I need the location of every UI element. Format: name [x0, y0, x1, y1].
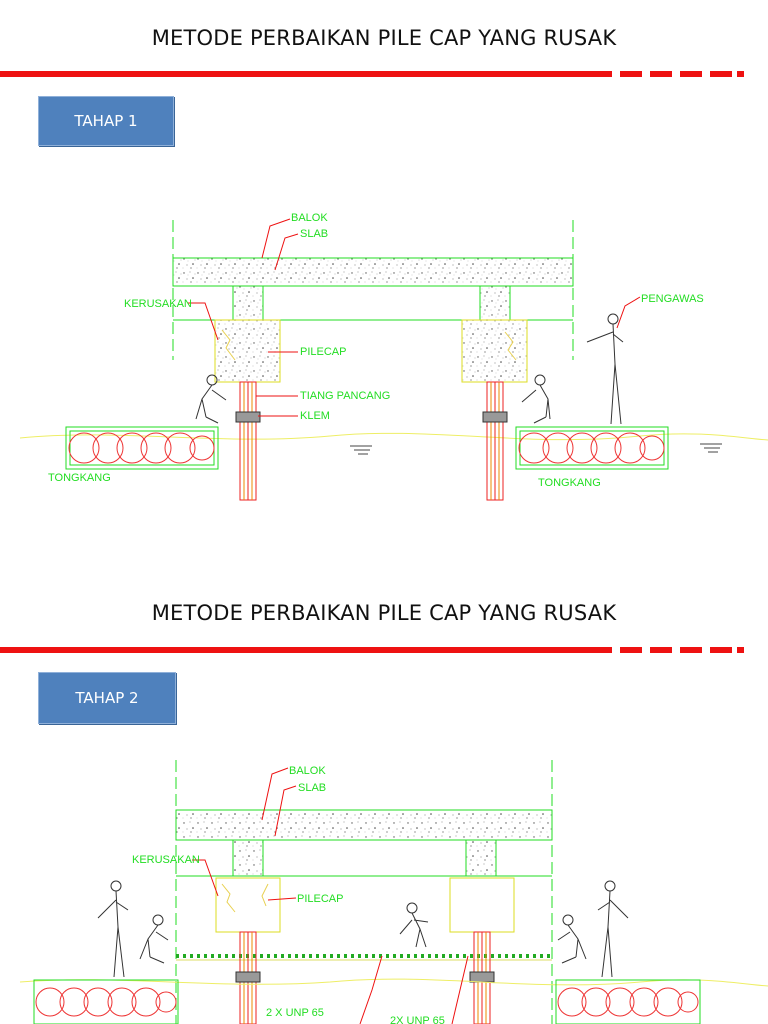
slide1-red-dashes [620, 71, 744, 77]
label-tongkang-left: TONGKANG [48, 472, 111, 484]
label-tiang-pancang: TIANG PANCANG [300, 390, 390, 402]
pilecap-left [214, 319, 281, 383]
beam-right [479, 285, 511, 321]
clamp-right-2 [469, 971, 495, 983]
tahap-1-button[interactable]: TAHAP 1 [38, 96, 174, 146]
label-kerusakan: KERUSAKAN [124, 298, 192, 310]
pilecap-right-2 [449, 877, 515, 933]
supervisor-icon [586, 313, 624, 425]
label-balok: BALOK [291, 212, 328, 224]
damage-crack-2 [221, 883, 269, 913]
slide2-title: METODE PERBAIKAN PILE CAP YANG RUSAK [151, 601, 617, 625]
slide1-leaders [188, 218, 641, 417]
barge-left [65, 426, 219, 470]
label-unp-right: 2X UNP 65 [390, 1015, 445, 1024]
clamp-left-2 [235, 971, 261, 983]
label-pengawas: PENGAWAS [641, 293, 704, 305]
ground-mark-right [700, 443, 722, 453]
damage-crack-right [504, 331, 517, 361]
slide1-red-divider [0, 71, 612, 77]
label-slab: SLAB [300, 228, 328, 240]
ground-mark-left [350, 445, 372, 455]
label-tongkang-right: TONGKANG [538, 477, 601, 489]
worker-center-icon [399, 902, 429, 948]
barge-right-2 [555, 979, 701, 1024]
worker-barge-left-icon [97, 880, 129, 978]
slide2-diagram: BALOK SLAB KERUSAKAN PILECAP 2 X UNP 65 … [19, 760, 768, 1024]
worker-kneel-left-icon [139, 914, 169, 964]
slide1-title: METODE PERBAIKAN PILE CAP YANG RUSAK [151, 26, 617, 50]
pile-left [239, 381, 257, 501]
slide2-leaders [192, 767, 469, 1024]
slide2-red-dashes [620, 647, 744, 653]
beam-left-2 [232, 839, 264, 877]
barge-left-2 [33, 979, 179, 1024]
label-kerusakan-2: KERUSAKAN [132, 854, 200, 866]
slide2-red-divider [0, 647, 612, 653]
barge-right [515, 426, 669, 470]
water-line [19, 432, 768, 441]
slide1-diagram: BALOK SLAB KERUSAKAN PILECAP TIANG PANCA… [19, 212, 768, 501]
label-pilecap-2: PILECAP [297, 893, 343, 905]
slab [172, 257, 574, 287]
damage-crack-left [221, 329, 236, 361]
beam-right-2 [465, 839, 497, 877]
pile-right [486, 381, 504, 501]
tahap-2-button[interactable]: TAHAP 2 [38, 672, 176, 724]
clamp-right [482, 411, 508, 423]
pilecap-right [461, 319, 528, 383]
worker-left-icon [195, 374, 227, 424]
label-klem: KLEM [300, 410, 330, 422]
label-balok-2: BALOK [289, 765, 326, 777]
label-pilecap: PILECAP [300, 346, 346, 358]
label-unp-left: 2 X UNP 65 [266, 1007, 324, 1019]
worker-right-icon [521, 374, 551, 424]
worker-kneel-right-icon [557, 914, 587, 964]
pilecap-left-2 [215, 877, 281, 933]
slab-2 [175, 809, 553, 841]
beam-left [232, 285, 264, 321]
label-slab-2: SLAB [298, 782, 326, 794]
worker-barge-right-icon [597, 880, 629, 978]
clamp-left [235, 411, 261, 423]
